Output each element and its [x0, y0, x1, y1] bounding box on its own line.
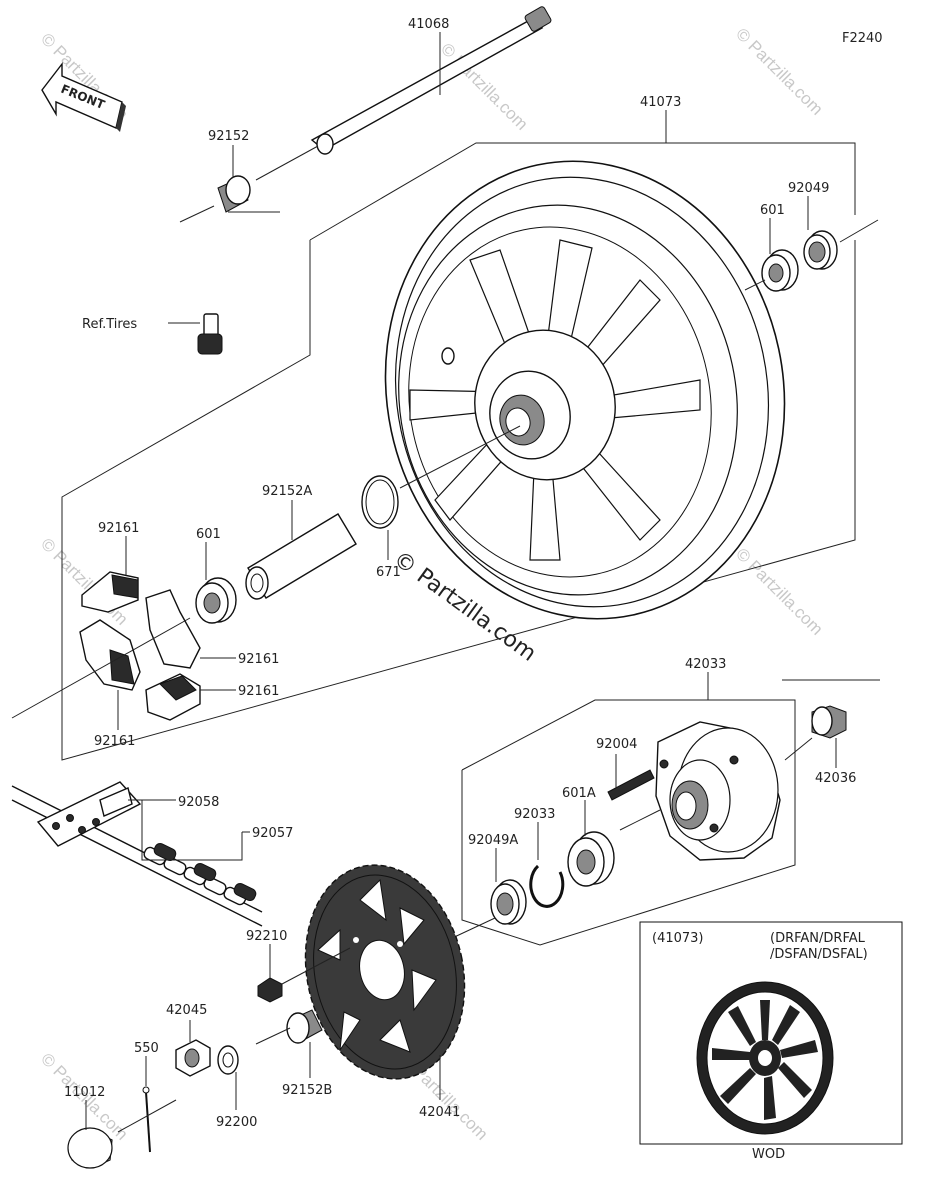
axle-41068 [255, 6, 552, 181]
label-42036: 42036 [815, 771, 856, 786]
inset-models-line1: (DRFAN/DRFAL [770, 931, 866, 946]
front-arrow-icon: FRONT [41, 61, 126, 132]
collar-42036 [811, 705, 847, 739]
inset-wheel-icon [696, 981, 834, 1135]
castle-nut-42045 [175, 1039, 211, 1077]
label-41073: 41073 [640, 95, 681, 110]
o-ring-671 [361, 475, 399, 529]
diagram-code: F2240 [842, 31, 883, 46]
label-11012: 11012 [64, 1085, 105, 1100]
bearing-601A [567, 831, 615, 887]
label-92058: 92058 [178, 795, 219, 810]
label-92152B: 92152B [282, 1083, 332, 1098]
label-41068: 41068 [408, 17, 449, 32]
bearing-601-right [761, 249, 799, 292]
collar-92152A [245, 513, 357, 600]
label-92152A: 92152A [262, 484, 312, 499]
label-601A: 601A [562, 786, 596, 801]
label-92049: 92049 [788, 181, 829, 196]
hub-dampers-92161 [79, 571, 201, 721]
cotter-pin-550 [142, 1086, 151, 1153]
label-92161-top: 92161 [98, 521, 139, 536]
rear-sprocket-42041 [304, 864, 466, 1080]
label-601-left: 601 [196, 527, 221, 542]
inset-color-code: WOD [752, 1147, 785, 1162]
label-42045: 42045 [166, 1003, 207, 1018]
oil-seal-92049 [803, 230, 838, 270]
watermark-text: © Partzilla.com [732, 544, 826, 638]
inset-part-ref: (41073) [652, 931, 704, 946]
label-671: 671 [376, 565, 401, 580]
sprocket-carrier-42033 [655, 721, 781, 861]
label-92200: 92200 [216, 1115, 257, 1130]
spacer-92152 [179, 175, 280, 223]
washer-92200 [217, 1045, 239, 1075]
label-92004: 92004 [596, 737, 637, 752]
label-92049A: 92049A [468, 833, 518, 848]
collar-92152B [286, 1009, 323, 1044]
label-92033: 92033 [514, 807, 555, 822]
drive-chain-92057 [11, 781, 263, 927]
oil-seal-92049A [490, 879, 527, 925]
nut-92210 [257, 977, 283, 1003]
inset-models-line2: /DSFAN/DSFAL) [770, 947, 868, 962]
label-92161-bottom: 92161 [94, 734, 135, 749]
label-92161-lower: 92161 [238, 684, 279, 699]
ref-tires-label: Ref.Tires [82, 317, 137, 332]
label-42041: 42041 [419, 1105, 460, 1120]
label-92161-mid: 92161 [238, 652, 279, 667]
cap-11012 [67, 1127, 113, 1169]
label-92057: 92057 [252, 826, 293, 841]
bearing-601-left [195, 577, 237, 624]
label-92152: 92152 [208, 129, 249, 144]
stud-92004 [607, 769, 655, 801]
tire-valve-icon [197, 313, 223, 355]
rear-wheel-41073 [384, 160, 786, 620]
label-42033: 42033 [685, 657, 726, 672]
circlip-92033 [529, 864, 565, 908]
inset-variant-box: (41073) (DRFAN/DRFAL /DSFAN/DSFAL) WOD [639, 921, 903, 1162]
label-550: 550 [134, 1041, 159, 1056]
label-601-top: 601 [760, 203, 785, 218]
label-92210: 92210 [246, 929, 287, 944]
chain-links [143, 842, 257, 906]
watermark-text: © Partzilla.com [732, 24, 826, 118]
